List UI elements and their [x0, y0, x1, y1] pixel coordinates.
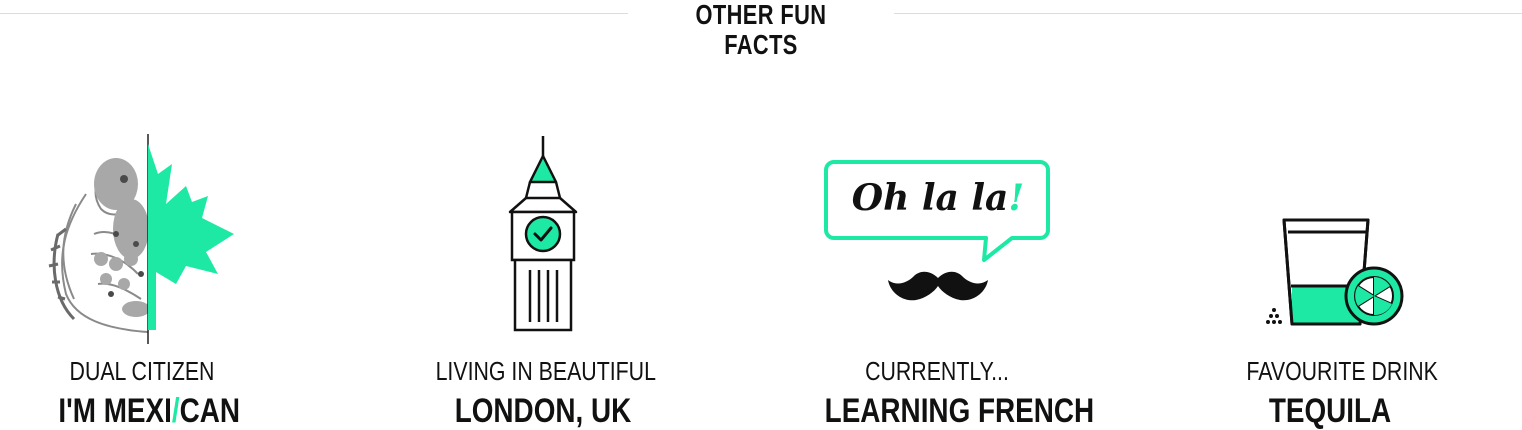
fact-value: LEARNING FRENCH: [824, 392, 1095, 430]
speech-bubble-icon: [824, 160, 1050, 262]
value-slash: /: [171, 392, 180, 430]
fact-living-in-london: LIVING IN BEAUTIFUL LONDON, UK: [412, 0, 674, 430]
fact-label: FAVOURITE DRINK: [1246, 356, 1438, 386]
bubble-text: Oh la la!: [851, 177, 1025, 219]
fact-favourite-drink: FAVOURITE DRINK TEQUILA: [1228, 0, 1438, 430]
mustache-icon: [888, 271, 988, 301]
section-rule-right: [894, 13, 1522, 14]
fact-label: CURRENTLY...: [865, 356, 1009, 386]
fact-value: LONDON, UK: [454, 392, 632, 430]
fact-value: I'M MEXI/CAN: [58, 392, 241, 430]
fact-value: TEQUILA: [1268, 392, 1392, 430]
section-rule-left: [0, 13, 628, 14]
fact-label: DUAL CITIZEN: [69, 356, 215, 386]
big-ben-icon: [508, 136, 578, 332]
tequila-shot-icon: [1266, 218, 1404, 326]
fact-dual-citizen: DUAL CITIZEN I'M MEXI/CAN: [40, 0, 244, 430]
mexico-canada-emblem-icon: [48, 134, 234, 344]
section-title: OTHER FUN FACTS: [695, 0, 827, 60]
fact-learning-french: Oh la la! CURRENTLY... LEARNING FRENCH: [800, 0, 1095, 430]
fact-label: LIVING IN BEAUTIFUL: [435, 356, 656, 386]
